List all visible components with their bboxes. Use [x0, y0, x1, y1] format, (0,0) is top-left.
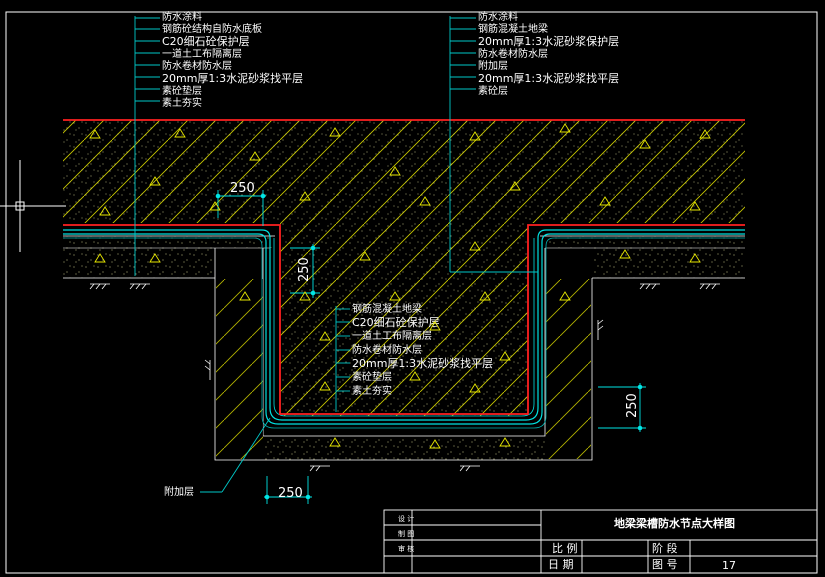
aggregate-triangle	[249, 151, 261, 161]
dim-vertical-left-text: 250	[297, 257, 312, 282]
crosshair-cursor-icon	[0, 160, 66, 252]
label-tl-7: 素土夯实	[162, 96, 202, 109]
label-tr-2: 20mm厚1:3水泥砂浆保护层	[478, 34, 619, 48]
aggregate-triangle	[689, 253, 701, 263]
dimension-bottom: 250	[264, 476, 312, 504]
label-tr-6: 素砼层	[478, 84, 508, 97]
aggregate-triangle	[479, 291, 491, 301]
dim-top-text: 250	[230, 181, 255, 196]
aggregate-triangle	[94, 253, 106, 263]
title-block: 设 计 制 图 审 核 地梁梁槽防水节点大样图 比 例 阶 段 日 期 图 号 …	[383, 509, 818, 574]
label-tr-3: 防水卷材防水层	[478, 47, 548, 60]
aggregate-triangle	[319, 381, 331, 391]
aggregate-triangle	[299, 191, 311, 201]
aggregate-triangle	[409, 371, 421, 381]
label-tl-3: 一道土工布隔离层	[162, 47, 242, 60]
label-c-6: 素土夯实	[352, 384, 392, 397]
label-tr-5: 20mm厚1:3水泥砂浆找平层	[478, 71, 619, 85]
waterproof-coating	[63, 119, 745, 415]
aggregate-triangle	[329, 437, 341, 447]
aggregate-triangle	[689, 201, 701, 211]
slab-section	[63, 120, 745, 416]
aggregate-triangle	[239, 291, 251, 301]
aggregate-triangle	[174, 128, 186, 138]
label-tl-4: 防水卷材防水层	[162, 59, 232, 72]
cushion-layers	[63, 235, 745, 279]
aggregate-triangle	[469, 241, 481, 251]
labels-top-left: 防水涂料 钢筋砼结构自防水底板 C20细石砼保护层 一道土工布隔离层 防水卷材防…	[162, 10, 303, 109]
label-tr-4: 附加层	[478, 59, 508, 72]
aggregate-triangle	[419, 196, 431, 206]
aggregate-triangle	[559, 291, 571, 301]
tb-review: 审 核	[398, 544, 414, 553]
label-tr-0: 防水涂料	[478, 10, 518, 23]
label-c-0: 钢筋混凝土地梁	[352, 302, 422, 315]
aggregate-triangle	[499, 351, 511, 361]
waterproof-membrane	[63, 229, 745, 429]
label-tl-0: 防水涂料	[162, 10, 202, 23]
aggregate-triangle	[639, 139, 651, 149]
aggregate-markers	[89, 123, 711, 449]
aggregate-triangle	[209, 201, 221, 211]
aggregate-triangle	[149, 176, 161, 186]
dimension-vertical-left: 250	[290, 244, 320, 298]
leader-lines	[134, 16, 538, 493]
soil-symbols	[89, 283, 720, 472]
aggregate-triangle	[299, 291, 311, 301]
label-tl-6: 素砼垫层	[162, 84, 202, 97]
aggregate-triangle	[389, 291, 401, 301]
label-additional-layer: 附加层	[164, 485, 194, 498]
trench-cushion	[214, 248, 593, 461]
aggregate-triangle	[599, 196, 611, 206]
dimension-vertical-right: 250	[598, 383, 646, 432]
aggregate-triangle	[559, 123, 571, 133]
aggregate-triangle	[469, 383, 481, 393]
aggregate-triangle	[619, 249, 631, 259]
label-tl-1: 钢筋砼结构自防水底板	[162, 22, 262, 35]
tb-scale-label: 比 例	[552, 541, 578, 555]
labels-top-right: 防水涂料 钢筋混凝土地梁 20mm厚1:3水泥砂浆保护层 防水卷材防水层 附加层…	[478, 10, 619, 97]
label-c-1: C20细石砼保护层	[352, 315, 440, 329]
label-tl-2: C20细石砼保护层	[162, 34, 250, 48]
dim-vertical-right-text: 250	[625, 393, 640, 418]
label-tr-1: 钢筋混凝土地梁	[478, 22, 548, 35]
aggregate-triangle	[509, 181, 521, 191]
dim-bottom-text: 250	[278, 486, 303, 501]
tb-title: 地梁梁槽防水节点大样图	[614, 516, 735, 530]
label-c-5: 素砼垫层	[352, 370, 392, 383]
label-tl-5: 20mm厚1:3水泥砂浆找平层	[162, 71, 303, 85]
aggregate-triangle	[319, 331, 331, 341]
dimension-top: 250	[215, 181, 266, 226]
aggregate-triangle	[699, 129, 711, 139]
aggregate-triangle	[329, 127, 341, 137]
tb-drawing-no-label: 图 号	[652, 558, 678, 571]
label-c-3: 防水卷材防水层	[352, 343, 422, 356]
aggregate-triangle	[469, 131, 481, 141]
aggregate-triangle	[359, 251, 371, 261]
tb-date-label: 日 期	[548, 558, 574, 571]
aggregate-triangle	[429, 321, 441, 331]
tb-drawing-no: 17	[722, 559, 736, 572]
aggregate-triangle	[149, 253, 161, 263]
tb-stage-label: 阶 段	[652, 541, 678, 555]
tb-drafting: 制 图	[398, 529, 414, 538]
labels-center: 钢筋混凝土地梁 C20细石砼保护层 一道土工布隔离层 防水卷材防水层 20mm厚…	[352, 302, 493, 397]
aggregate-triangle	[499, 437, 511, 447]
aggregate-triangle	[89, 129, 101, 139]
aggregate-triangle	[429, 439, 441, 449]
label-c-4: 20mm厚1:3水泥砂浆找平层	[352, 356, 493, 370]
tb-design: 设 计	[398, 514, 414, 523]
label-c-2: 一道土工布隔离层	[352, 329, 432, 342]
aggregate-triangle	[389, 166, 401, 176]
aggregate-triangle	[99, 206, 111, 216]
